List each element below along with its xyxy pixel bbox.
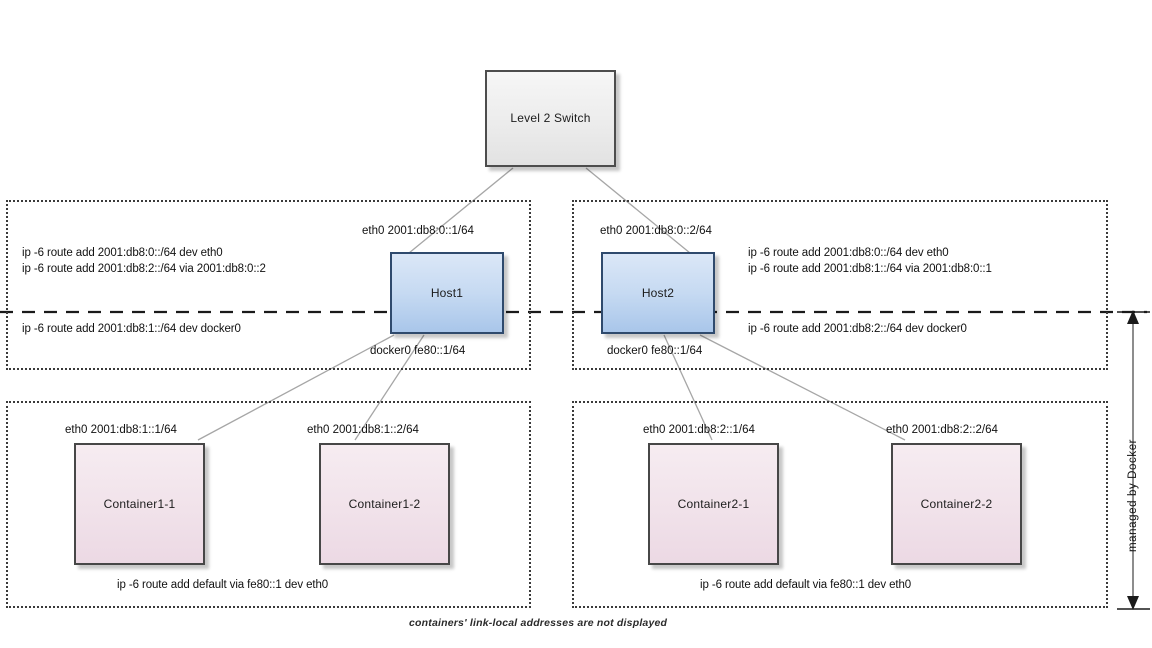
node-host1[interactable]: Host1 <box>390 252 504 334</box>
host1-eth0-label: eth0 2001:db8:0::1/64 <box>362 225 474 237</box>
container1-1-label: Container1-1 <box>103 496 176 511</box>
host2-docker0-label: docker0 fe80::1/64 <box>607 345 703 357</box>
host1-route-above-2: ip -6 route add 2001:db8:2::/64 via 2001… <box>22 263 266 275</box>
container2-2-eth0-label: eth0 2001:db8:2::2/64 <box>886 424 998 436</box>
node-level2-switch[interactable]: Level 2 Switch <box>485 70 616 167</box>
node-container1-2[interactable]: Container1-2 <box>319 443 450 565</box>
container1-1-eth0-label: eth0 2001:db8:1::1/64 <box>65 424 177 436</box>
container2-1-label: Container2-1 <box>677 496 750 511</box>
host2-route-above-2: ip -6 route add 2001:db8:1::/64 via 2001… <box>748 263 992 275</box>
container-group-1-default-route: ip -6 route add default via fe80::1 dev … <box>117 579 329 591</box>
container-group-2-region <box>572 401 1108 608</box>
host1-docker0-label: docker0 fe80::1/64 <box>370 345 466 357</box>
container1-2-eth0-label: eth0 2001:db8:1::2/64 <box>307 424 419 436</box>
host1-route-above-1: ip -6 route add 2001:db8:0::/64 dev eth0 <box>22 247 223 259</box>
node-container2-2[interactable]: Container2-2 <box>891 443 1022 565</box>
host1-route-below-1: ip -6 route add 2001:db8:1::/64 dev dock… <box>22 323 241 335</box>
host1-label: Host1 <box>430 285 464 300</box>
host2-label: Host2 <box>641 285 675 300</box>
container1-2-label: Container1-2 <box>348 496 421 511</box>
switch-label: Level 2 Switch <box>510 111 591 126</box>
node-host2[interactable]: Host2 <box>601 252 715 334</box>
host2-route-above-1: ip -6 route add 2001:db8:0::/64 dev eth0 <box>748 247 949 259</box>
host2-region <box>572 200 1108 370</box>
footnote-caption: containers' link-local addresses are not… <box>409 617 668 629</box>
container2-1-eth0-label: eth0 2001:db8:2::1/64 <box>643 424 755 436</box>
managed-by-docker-label: managed by Docker <box>1127 438 1139 552</box>
container-group-2-default-route: ip -6 route add default via fe80::1 dev … <box>700 579 912 591</box>
node-container2-1[interactable]: Container2-1 <box>648 443 779 565</box>
host2-eth0-label: eth0 2001:db8:0::2/64 <box>600 225 712 237</box>
host1-region <box>6 200 531 370</box>
node-container1-1[interactable]: Container1-1 <box>74 443 205 565</box>
container2-2-label: Container2-2 <box>920 496 993 511</box>
container-group-1-region <box>6 401 531 608</box>
host2-route-below-1: ip -6 route add 2001:db8:2::/64 dev dock… <box>748 323 967 335</box>
